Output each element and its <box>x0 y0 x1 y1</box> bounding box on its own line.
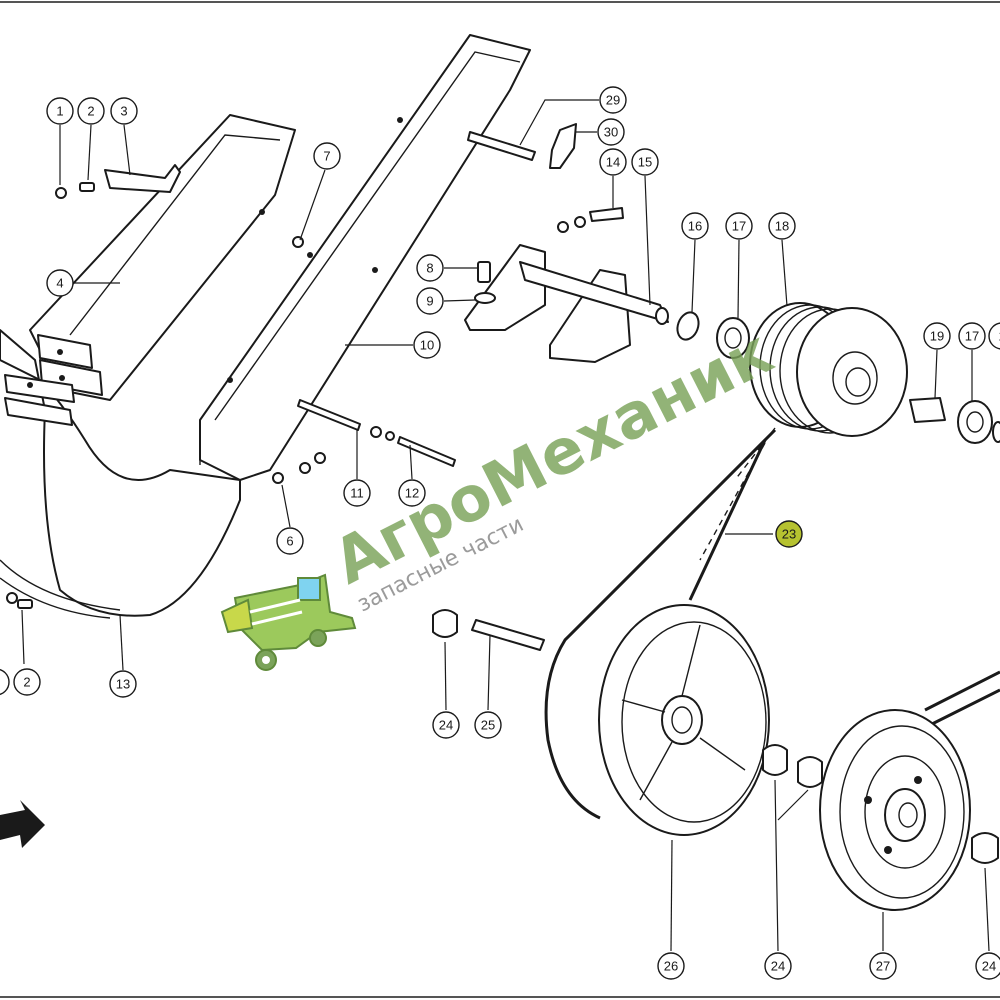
callout-1-bottom-left[interactable]: 1 <box>0 668 10 696</box>
callout-19[interactable]: 19 <box>923 322 951 350</box>
callout-12[interactable]: 12 <box>398 479 426 507</box>
combine-harvester-icon <box>220 573 357 671</box>
callout-number: 25 <box>481 718 495 733</box>
callout-number: 12 <box>405 486 419 501</box>
callout-30[interactable]: 30 <box>597 118 625 146</box>
callout-number: 19 <box>930 329 944 344</box>
callout-9[interactable]: 9 <box>416 287 444 315</box>
callout-number: 23 <box>782 527 796 542</box>
callout-26[interactable]: 26 <box>657 952 685 980</box>
callout-number: 24 <box>439 718 453 733</box>
callout-14[interactable]: 14 <box>599 148 627 176</box>
callout-number: 1 <box>56 104 63 119</box>
callout-1-edge[interactable]: 1 <box>988 322 1000 350</box>
callout-number: 17 <box>732 219 746 234</box>
callout-25[interactable]: 25 <box>474 711 502 739</box>
callout-number: 29 <box>606 93 620 108</box>
callout-2-bottom-left[interactable]: 2 <box>13 668 41 696</box>
callout-11[interactable]: 11 <box>343 479 371 507</box>
callout-number: 18 <box>775 219 789 234</box>
callout-17[interactable]: 17 <box>725 212 753 240</box>
callout-number: 3 <box>120 104 127 119</box>
callout-number: 14 <box>606 155 620 170</box>
callout-number: 24 <box>982 959 996 974</box>
callout-number: 1 <box>998 329 1000 344</box>
leader-lines <box>21 99 990 952</box>
bearing-support <box>464 123 750 363</box>
callout-number: 9 <box>426 294 433 309</box>
callout-number: 15 <box>638 155 652 170</box>
callout-number: 7 <box>323 149 330 164</box>
callout-17-right[interactable]: 17 <box>958 322 986 350</box>
callout-24-middle[interactable]: 24 <box>764 952 792 980</box>
callout-number: 17 <box>965 329 979 344</box>
callout-number: 30 <box>604 125 618 140</box>
callout-8[interactable]: 8 <box>416 254 444 282</box>
callout-18[interactable]: 18 <box>768 212 796 240</box>
callout-number: 6 <box>286 534 293 549</box>
callout-1[interactable]: 1 <box>46 97 74 125</box>
callout-number: 24 <box>771 959 785 974</box>
callout-number: 27 <box>876 959 890 974</box>
callout-24-left[interactable]: 24 <box>432 711 460 739</box>
callout-6[interactable]: 6 <box>276 527 304 555</box>
callout-15[interactable]: 15 <box>631 148 659 176</box>
callout-4[interactable]: 4 <box>46 269 74 297</box>
callout-29[interactable]: 29 <box>599 86 627 114</box>
callout-3[interactable]: 3 <box>110 97 138 125</box>
callout-number: 2 <box>23 675 30 690</box>
callout-23[interactable]: 23 <box>775 520 803 548</box>
callout-number: 13 <box>116 677 130 692</box>
callout-number: 26 <box>664 959 678 974</box>
chute-assembly <box>0 34 531 848</box>
callout-number: 16 <box>688 219 702 234</box>
callout-number: 4 <box>56 276 63 291</box>
callout-13[interactable]: 13 <box>109 670 137 698</box>
callout-24-right[interactable]: 24 <box>975 952 1000 980</box>
callout-27[interactable]: 27 <box>869 952 897 980</box>
callout-number: 2 <box>87 104 94 119</box>
callout-number: 8 <box>426 261 433 276</box>
callout-2[interactable]: 2 <box>77 97 105 125</box>
callout-number: 11 <box>350 486 364 501</box>
callout-16[interactable]: 16 <box>681 212 709 240</box>
callout-7[interactable]: 7 <box>313 142 341 170</box>
callout-number: 10 <box>420 338 434 353</box>
callout-10[interactable]: 10 <box>413 331 441 359</box>
pulley-assembly <box>432 302 1000 911</box>
